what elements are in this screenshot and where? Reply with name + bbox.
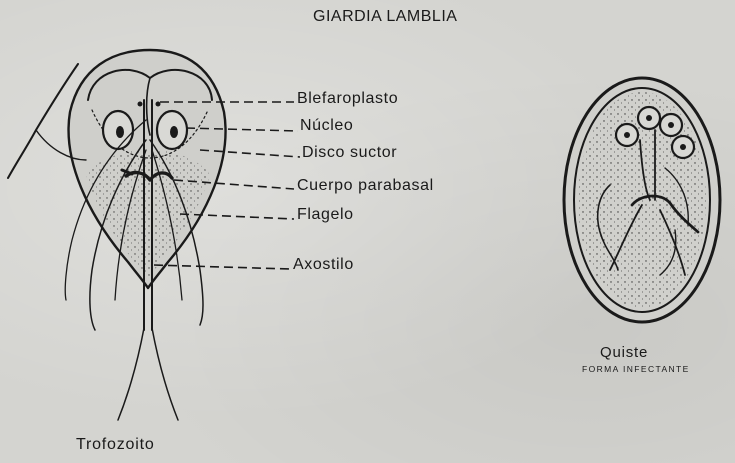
trophozoite-drawing [8,50,226,420]
label-flagelo: Flagelo [297,206,354,224]
label-disco-suctor: Disco suctor [302,144,397,162]
cyst-drawing [564,78,720,322]
stippled-cytoplasm [86,150,210,278]
label-nucleo: Núcleo [300,117,353,135]
label-quiste: Quiste [600,344,648,361]
left-flap [8,64,78,178]
label-cuerpo-parabasal: Cuerpo parabasal [297,177,434,195]
label-trofozoito: Trofozoito [76,436,155,454]
label-axostilo: Axostilo [293,256,354,274]
label-blefaroplasto: Blefaroplasto [297,90,398,108]
tail-flagella [118,328,144,420]
diagram-title: GIARDIA LAMBLIA [313,8,457,26]
leader-axostilo [154,265,290,269]
label-forma-infectante: FORMA INFECTANTE [582,364,690,374]
